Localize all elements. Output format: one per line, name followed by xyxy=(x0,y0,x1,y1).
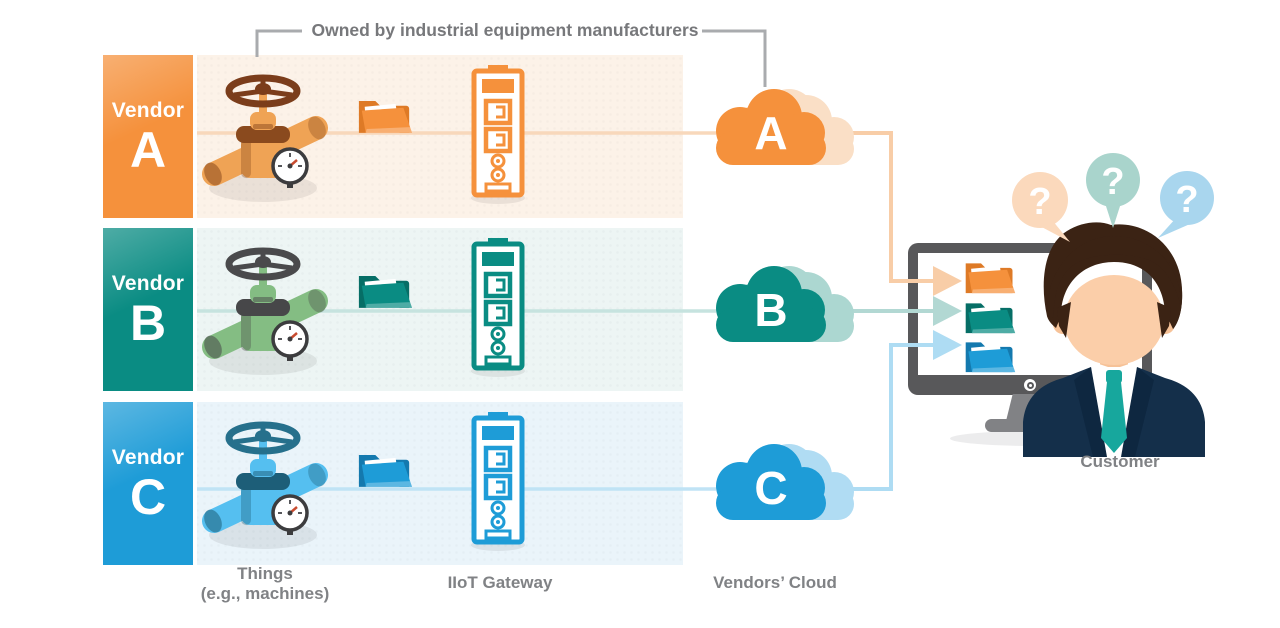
question-mark-1: ? xyxy=(1028,181,1051,223)
question-bubbles: ? ? ? xyxy=(1012,153,1214,242)
iiot-gateway-icon-b xyxy=(466,236,530,378)
vendor-c-block: Vendor C xyxy=(103,402,193,565)
vendor-c-label: Vendor xyxy=(111,445,185,469)
customer-label: Customer xyxy=(1080,452,1160,471)
things-label-line2: (e.g., machines) xyxy=(200,584,330,603)
cloud-letter-c: C xyxy=(754,462,787,514)
valve-machine-icon-c xyxy=(198,413,328,553)
cloud-icon-b: B xyxy=(700,262,865,367)
iiot-gateway-icon-c xyxy=(466,410,530,552)
lapel-right xyxy=(1121,367,1154,457)
question-bubble-icon-blue: ? xyxy=(1158,171,1214,238)
tie xyxy=(1101,382,1127,453)
ownership-annotation: Owned by industrial equipment manufactur… xyxy=(311,20,699,40)
question-mark-2: ? xyxy=(1101,161,1124,203)
valve-machine-icon-a xyxy=(198,66,328,206)
cloud-icon-c: C xyxy=(700,440,865,545)
gateway-column-label: IIoT Gateway xyxy=(447,573,553,592)
valve-machine-icon-b xyxy=(198,239,328,379)
question-bubble-icon-orange: ? xyxy=(1012,172,1070,242)
cloud-letter-b: B xyxy=(754,284,787,336)
folder-icon-a xyxy=(356,92,414,137)
vendor-a-letter: A xyxy=(129,121,167,178)
hairline xyxy=(1046,236,1182,318)
sideburn-left xyxy=(1057,302,1071,338)
tie-knot xyxy=(1106,370,1122,383)
vendor-a-block: Vendor A xyxy=(103,55,193,218)
iiot-gateway-icon-a xyxy=(466,63,530,205)
vendor-a-label: Vendor xyxy=(111,98,185,122)
monitor-camera-dot xyxy=(1024,379,1036,391)
question-mark-3: ? xyxy=(1175,179,1198,221)
folder-icon-c xyxy=(356,446,414,491)
cloud-column-label: Vendors’ Cloud xyxy=(713,573,837,592)
vendor-b-letter: B xyxy=(129,294,167,351)
folder-icon-b xyxy=(356,267,414,312)
businessman-icon xyxy=(1023,222,1205,457)
vendor-c-letter: C xyxy=(129,468,167,525)
sideburn-right xyxy=(1157,302,1171,338)
things-label-line1: Things xyxy=(237,564,293,583)
question-bubble-icon-teal: ? xyxy=(1086,153,1140,228)
face xyxy=(1064,275,1164,365)
customer-figure xyxy=(1023,222,1205,457)
hair-front xyxy=(1047,241,1183,329)
cloud-letter-a: A xyxy=(754,107,787,159)
things-column-label: Things (e.g., machines) xyxy=(160,564,370,604)
cloud-icon-a: A xyxy=(700,85,865,190)
lapel-left xyxy=(1074,367,1107,457)
vendor-b-label: Vendor xyxy=(111,271,185,295)
vendor-a-band: Vendor A xyxy=(103,55,683,218)
vendor-b-block: Vendor B xyxy=(103,228,193,391)
